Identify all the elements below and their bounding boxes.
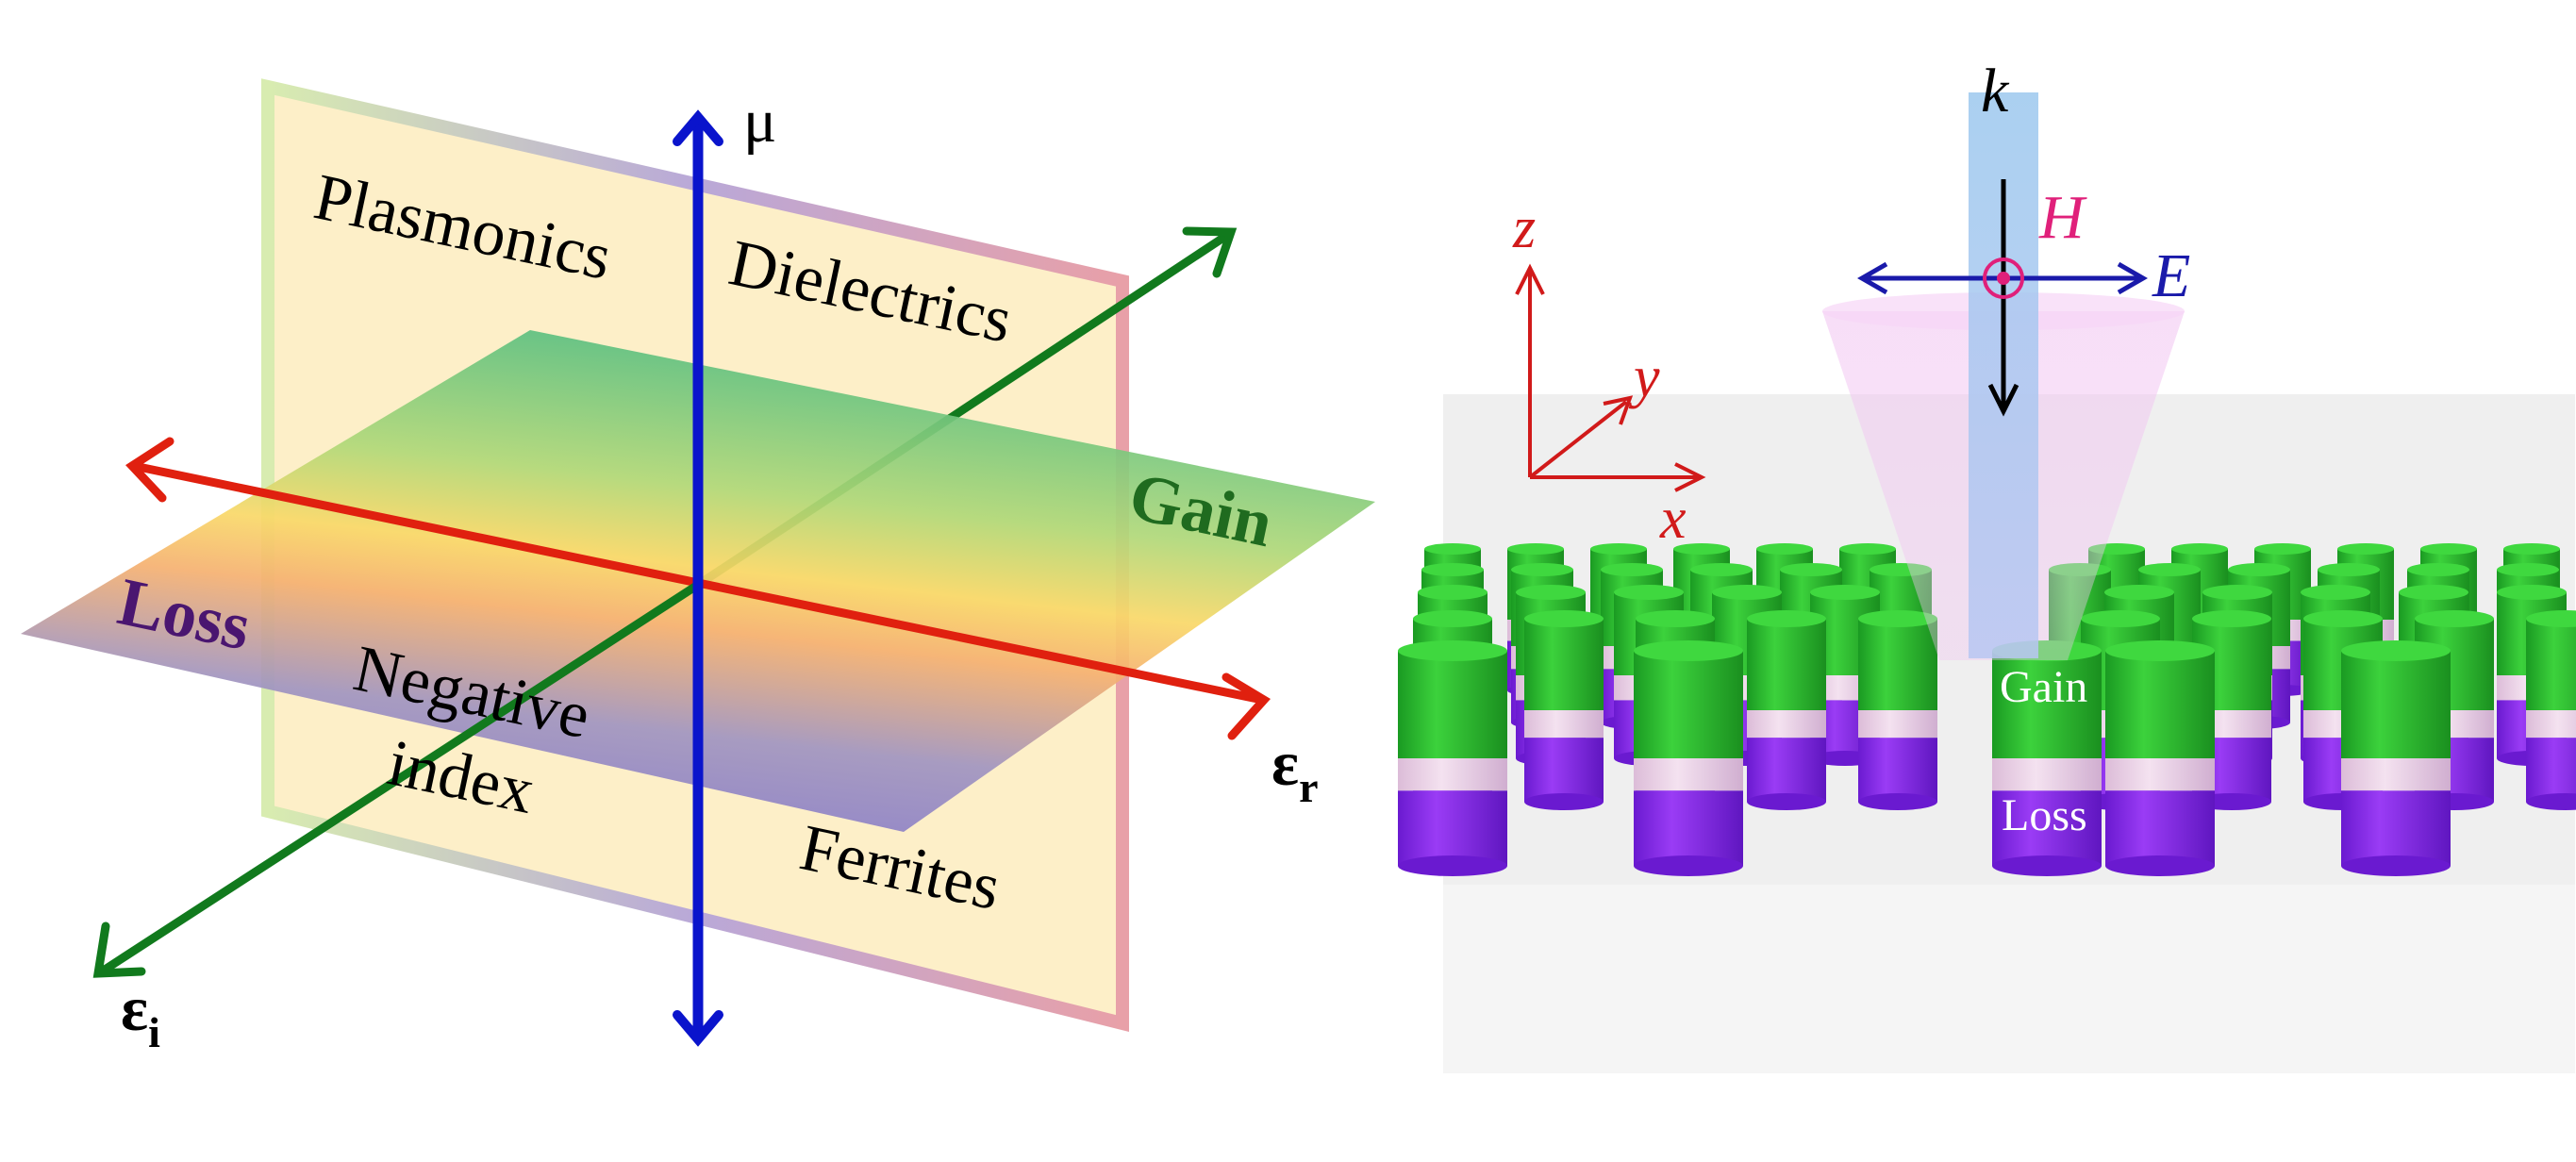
y-label: y [1628,345,1660,409]
pillar [1398,640,1507,876]
z-arrowhead [1515,263,1545,295]
metasurface-scene: k H E z y x Gain Loss [1398,57,2576,1073]
pillar [1858,610,1937,810]
pillar-array [1398,543,2576,876]
epsilon-i-arrowhead-bottom [92,921,146,978]
h-field-dot [1997,272,2010,285]
mu-axis-label: μ [743,87,776,156]
epsilon-i-axis-front [99,581,701,975]
pillar [2526,610,2576,810]
pillar [2105,640,2215,876]
epsilon-r-axis-label: εr [1271,727,1318,811]
z-label: z [1512,196,1536,260]
pillar [1992,640,2102,876]
epsilon-i-axis-label: εi [121,972,160,1056]
pillar [2341,640,2451,876]
gain-pillar-label: Gain [2000,662,2087,712]
x-arrowhead [1674,462,1706,492]
h-field-symbol [1983,257,2024,299]
pillar [1634,640,1743,876]
k-vector-arrowhead [1987,383,2019,417]
x-label: x [1659,487,1687,551]
epsilon-r-arrowhead-left [125,437,175,503]
y-axis [1528,400,1628,479]
pillar [1747,610,1826,810]
loss-pillar-label: Loss [2002,790,2087,840]
pillar [1524,610,1604,810]
epsilon-i-arrowhead-top [1182,226,1238,278]
mu-arrowhead-bottom [673,1010,723,1047]
k-label: k [1981,57,2010,125]
y-arrowhead [1603,395,1634,425]
mu-arrowhead-top [673,109,723,146]
epsilon-r-arrowhead-right [1222,672,1271,740]
e-field-arrowhead-right [2117,261,2149,295]
material-parameter-diagram: μ εr εi Plasmonics Dielectrics Negative … [21,78,1375,1056]
h-label: H [2038,183,2087,252]
e-label: E [2152,241,2190,310]
e-field-arrowhead-left [1856,261,1888,295]
